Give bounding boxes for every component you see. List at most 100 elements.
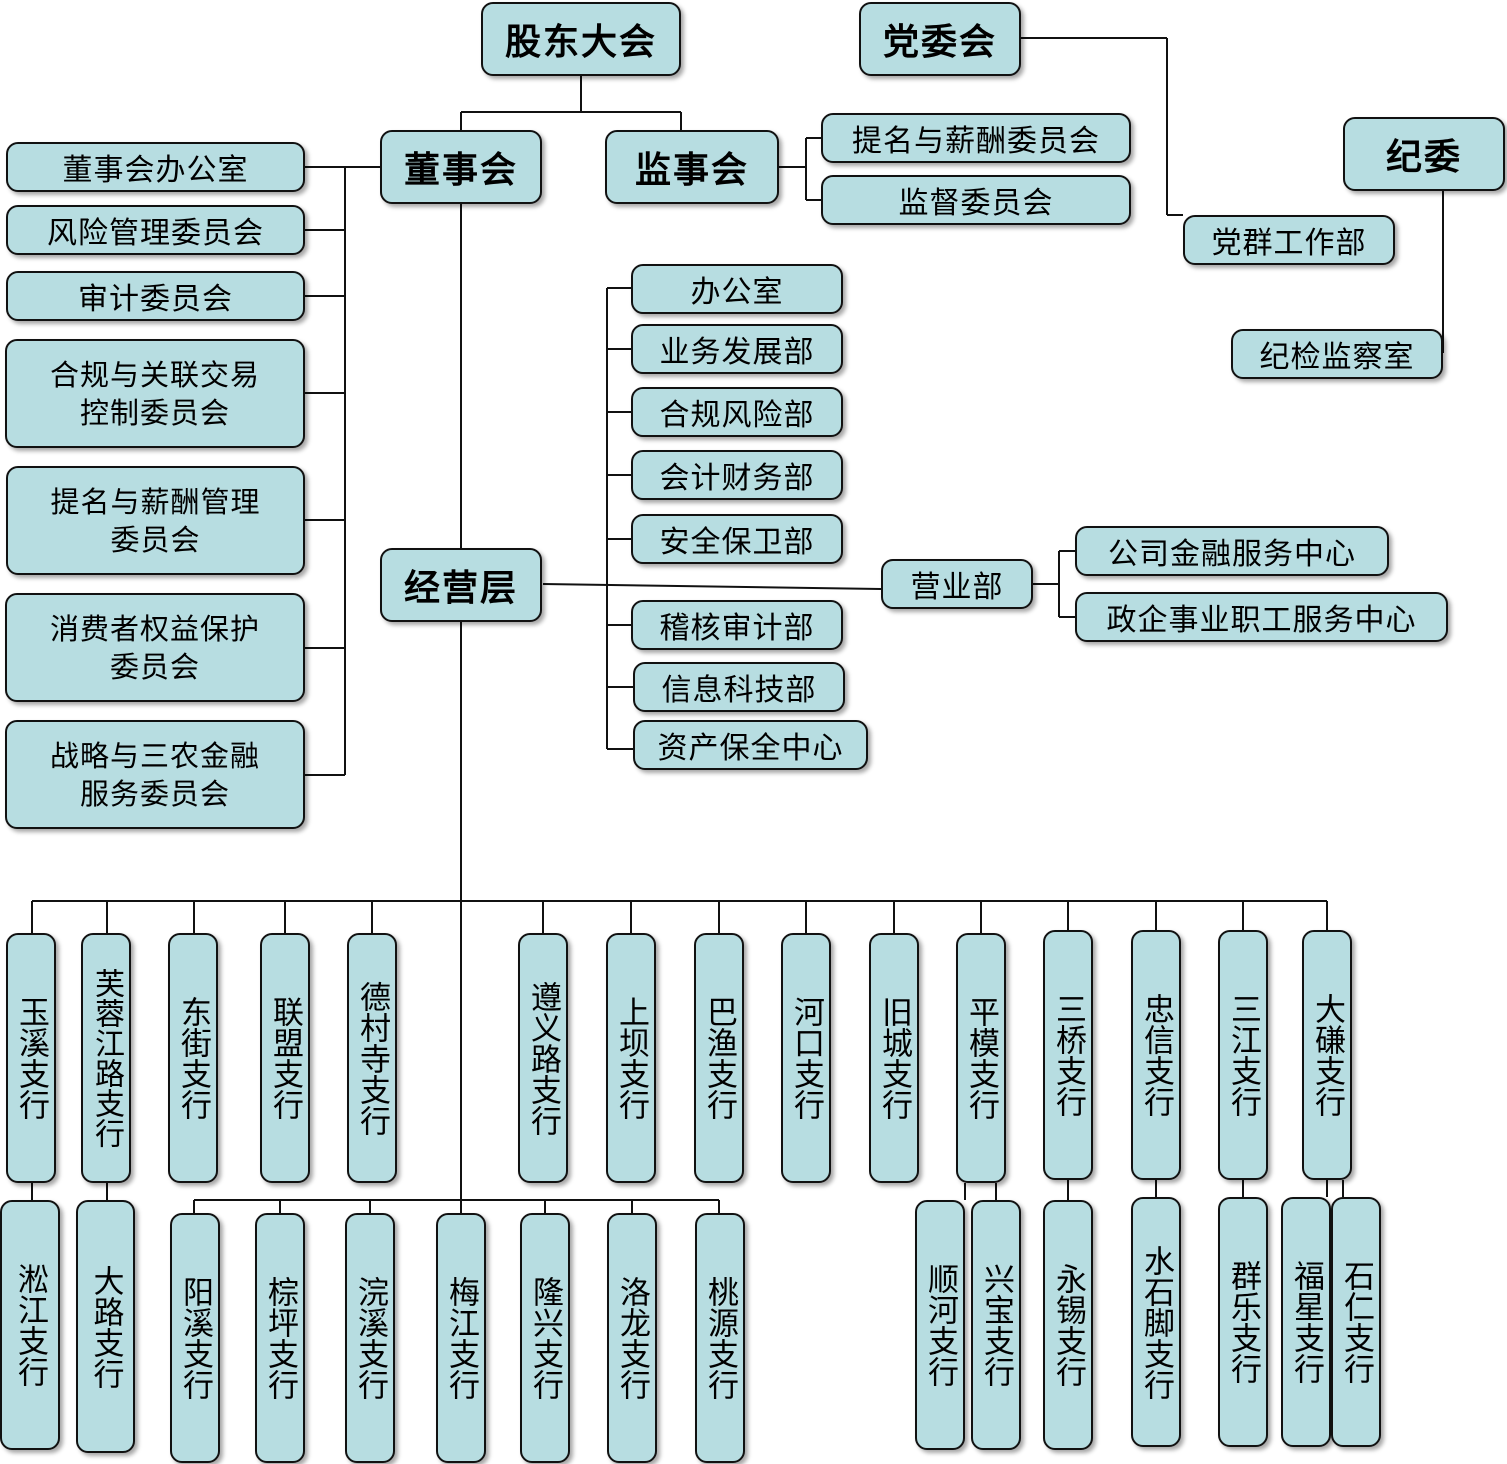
supervisory-board-label: 监事会 xyxy=(634,150,749,191)
branch-label: 三江支行 xyxy=(1225,993,1261,1117)
branch-box: 旧城支行 xyxy=(869,933,919,1183)
committee-label: 提名与薪酬委员会 xyxy=(852,124,1100,159)
branch-box: 大路支行 xyxy=(76,1200,135,1453)
discipline-committee-label: 纪委 xyxy=(1385,137,1462,178)
committee-label-line2: 委员会 xyxy=(109,649,200,684)
department-label: 业务发展部 xyxy=(659,335,815,370)
branch-box: 水石脚支行 xyxy=(1131,1197,1181,1447)
branch-label: 棕坪支行 xyxy=(262,1276,298,1400)
branch-box: 三桥支行 xyxy=(1043,930,1093,1180)
branch-box: 巴渔支行 xyxy=(694,933,744,1183)
department-label: 资产保全中心 xyxy=(657,731,844,766)
inspection-office-box: 纪检监察室 xyxy=(1231,329,1443,379)
business-dept-label: 营业部 xyxy=(910,570,1004,605)
branch-box: 隆兴支行 xyxy=(520,1213,570,1463)
committee-label: 风险管理委员会 xyxy=(47,216,264,251)
branch-box: 顺河支行 xyxy=(915,1200,965,1450)
branch-label: 水石脚支行 xyxy=(1138,1244,1174,1400)
department-label: 稽核审计部 xyxy=(659,611,815,646)
department-box: 合规风险部 xyxy=(631,387,843,437)
branch-box: 平模支行 xyxy=(956,933,1006,1183)
shareholders-meeting-box: 股东大会 xyxy=(481,2,681,76)
branch-label: 浣溪支行 xyxy=(352,1276,388,1400)
branch-label: 桃源支行 xyxy=(702,1276,738,1400)
department-box: 资产保全中心 xyxy=(633,720,868,770)
branch-label: 旧城支行 xyxy=(876,996,912,1120)
branch-box: 群乐支行 xyxy=(1218,1197,1268,1447)
committee-label-line1: 消费者权益保护 xyxy=(49,611,260,646)
branch-label: 阳溪支行 xyxy=(177,1276,213,1400)
branch-label: 上坝支行 xyxy=(613,996,649,1120)
department-label: 办公室 xyxy=(690,275,784,310)
committee-label: 审计委员会 xyxy=(78,282,233,317)
service-center-label: 政企事业职工服务中心 xyxy=(1106,603,1417,638)
branch-label: 联盟支行 xyxy=(267,996,303,1120)
branch-label: 忠信支行 xyxy=(1138,993,1174,1117)
department-box: 会计财务部 xyxy=(631,450,843,500)
service-center-box: 公司金融服务中心 xyxy=(1075,526,1389,576)
branch-box: 福星支行 xyxy=(1281,1197,1331,1447)
branch-label: 芙蓉江路支行 xyxy=(89,968,124,1148)
branch-label: 群乐支行 xyxy=(1225,1260,1261,1384)
branch-label: 隆兴支行 xyxy=(527,1276,563,1400)
department-label: 会计财务部 xyxy=(659,461,815,496)
party-committee-label: 党委会 xyxy=(882,22,997,63)
committee-label-line2: 委员会 xyxy=(110,522,201,557)
department-box: 业务发展部 xyxy=(631,324,843,374)
party-committee-box: 党委会 xyxy=(859,2,1021,76)
committee-label-line1: 战略与三农金融 xyxy=(49,738,260,773)
board-committee: 战略与三农金融 服务委员会 xyxy=(5,720,305,829)
branch-label: 洛龙支行 xyxy=(614,1276,650,1400)
service-center-label: 公司金融服务中心 xyxy=(1108,537,1356,572)
branch-box: 桃源支行 xyxy=(695,1213,745,1463)
branch-box: 浣溪支行 xyxy=(345,1213,395,1463)
branch-box: 梅江支行 xyxy=(436,1213,486,1463)
committee-label-line1: 提名与薪酬管理 xyxy=(50,484,261,519)
branch-box: 石仁支行 xyxy=(1331,1197,1381,1447)
committee-label-line2: 控制委员会 xyxy=(79,395,230,430)
branch-label: 德村寺支行 xyxy=(354,980,390,1136)
branch-box: 东街支行 xyxy=(168,933,218,1183)
branch-box: 永锡支行 xyxy=(1043,1200,1093,1450)
board-of-directors-box: 董事会 xyxy=(380,130,542,204)
branch-label: 福星支行 xyxy=(1288,1260,1324,1384)
department-box: 安全保卫部 xyxy=(631,514,843,564)
business-dept-box: 营业部 xyxy=(881,559,1033,609)
branch-label: 玉溪支行 xyxy=(13,996,49,1120)
branch-box: 三江支行 xyxy=(1218,930,1268,1180)
branch-box: 淞江支行 xyxy=(0,1200,60,1450)
branch-label: 平模支行 xyxy=(963,996,999,1120)
service-center-box: 政企事业职工服务中心 xyxy=(1075,592,1448,642)
branch-box: 芙蓉江路支行 xyxy=(81,933,131,1183)
board-committee: 消费者权益保护 委员会 xyxy=(5,593,305,702)
branch-box: 玉溪支行 xyxy=(6,933,56,1183)
party-work-dept-label: 党群工作部 xyxy=(1211,226,1367,261)
shareholders-meeting-label: 股东大会 xyxy=(504,22,657,63)
branch-box: 棕坪支行 xyxy=(255,1213,305,1463)
branch-label: 河口支行 xyxy=(788,996,824,1120)
board-committee: 合规与关联交易 控制委员会 xyxy=(5,339,305,448)
branch-label: 巴渔支行 xyxy=(701,996,737,1120)
branch-label: 石仁支行 xyxy=(1338,1260,1374,1384)
department-label: 信息科技部 xyxy=(661,673,817,708)
supervisory-board-box: 监事会 xyxy=(605,130,779,204)
branch-label: 大路支行 xyxy=(87,1264,124,1389)
branch-label: 兴宝支行 xyxy=(978,1263,1014,1387)
branch-box: 德村寺支行 xyxy=(347,933,397,1183)
branch-box: 联盟支行 xyxy=(260,933,310,1183)
branch-box: 洛龙支行 xyxy=(607,1213,657,1463)
branch-label: 东街支行 xyxy=(175,996,211,1120)
board-committee: 提名与薪酬管理 委员会 xyxy=(6,466,305,575)
discipline-committee-box: 纪委 xyxy=(1343,117,1505,191)
committee-label-line1: 合规与关联交易 xyxy=(49,357,260,392)
branch-label: 三桥支行 xyxy=(1050,993,1086,1117)
board-of-directors-label: 董事会 xyxy=(403,150,518,191)
inspection-office-label: 纪检监察室 xyxy=(1259,340,1415,375)
supervisory-committee: 监督委员会 xyxy=(821,175,1131,225)
department-label: 合规风险部 xyxy=(659,398,815,433)
branch-label: 顺河支行 xyxy=(922,1263,958,1387)
supervisory-committee: 提名与薪酬委员会 xyxy=(821,113,1131,163)
branch-box: 遵义路支行 xyxy=(518,933,568,1183)
committee-label-line2: 服务委员会 xyxy=(79,776,230,811)
department-label: 安全保卫部 xyxy=(659,525,815,560)
